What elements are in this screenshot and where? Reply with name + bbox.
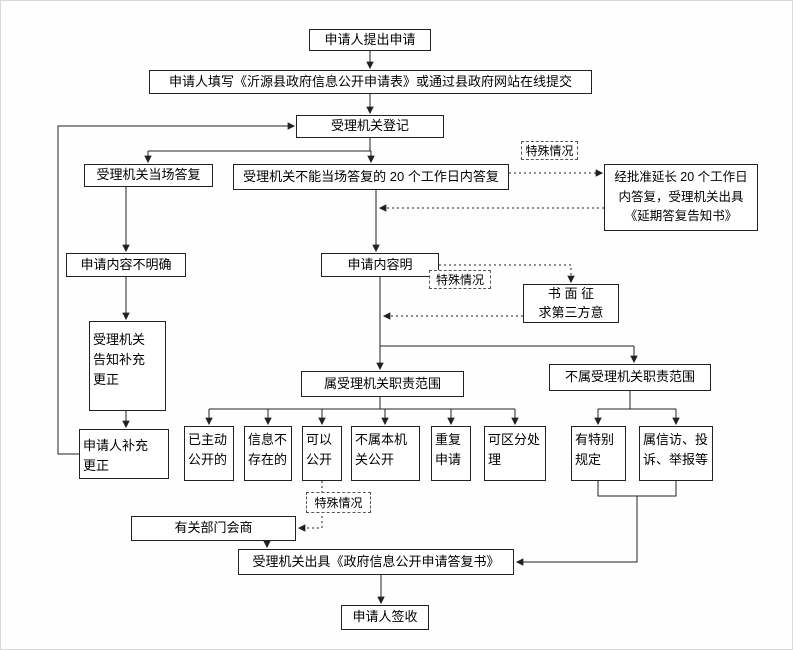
node-written-third-party-opinion: 书 面 征 求第三方意	[523, 284, 619, 323]
node-within-authority-scope: 属受理机关职责范围	[301, 371, 464, 397]
special-case-label-third-party: 特殊情况	[429, 270, 491, 289]
node-already-published: 已主动 公开的	[184, 426, 234, 481]
solid-connectors	[57, 51, 680, 605]
special-case-label-extension: 特殊情况	[521, 141, 578, 160]
node-partial-disclosure: 可区分处 理	[484, 426, 546, 481]
node-notify-supplement-correction: 受理机关 告知补充 更正	[89, 321, 166, 411]
node-special-provisions: 有特别 规定	[571, 426, 626, 481]
node-reply-within-20-days: 受理机关不能当场答复的 20 个工作日内答复	[233, 164, 509, 190]
node-applicant-submits: 申请人提出申请	[309, 29, 431, 51]
node-applicant-signs: 申请人签收	[341, 605, 429, 630]
node-not-this-authority: 不属本机 关公开	[351, 426, 420, 481]
node-content-clear: 申请内容明	[321, 253, 439, 277]
node-petition-complaint-report: 属信访、投 诉、举报等	[639, 426, 713, 481]
special-case-label-consult: 特殊情况	[306, 492, 371, 513]
node-repeated-application: 重复 申请	[431, 426, 471, 481]
node-can-be-disclosed: 可以 公开	[302, 426, 342, 481]
node-issue-reply-document: 受理机关出具《政府信息公开申请答复书》	[238, 549, 514, 575]
node-reply-on-spot: 受理机关当场答复	[84, 164, 213, 187]
node-approved-extension-notice: 经批准延长 20 个工作日 内答复，受理机关出具 《延期答复告知书》	[604, 164, 758, 231]
node-info-not-exist: 信息不 存在的	[244, 426, 292, 481]
node-departments-consult: 有关部门会商	[131, 516, 296, 541]
node-applicant-supplements: 申请人补充 更正	[79, 429, 169, 479]
node-outside-authority-scope: 不属受理机关职责范围	[549, 364, 711, 391]
node-content-unclear: 申请内容不明确	[66, 253, 186, 277]
node-fill-application-form: 申请人填写《沂源县政府信息公开申请表》或通过县政府网站在线提交	[149, 70, 592, 94]
node-accepting-authority-registers: 受理机关登记	[296, 115, 444, 138]
